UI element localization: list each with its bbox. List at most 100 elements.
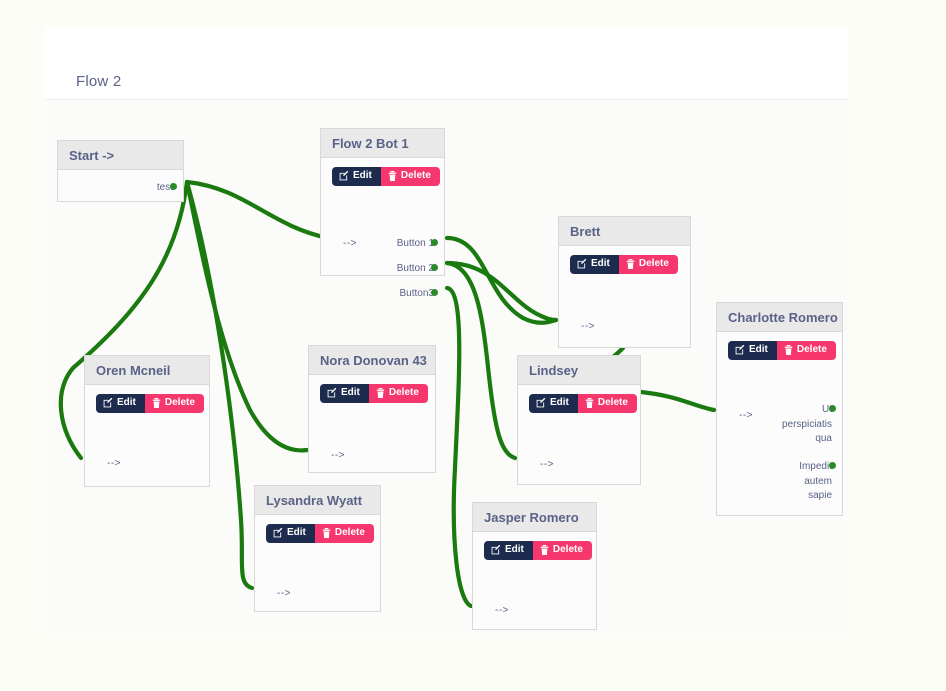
flow-edge-flow2bot1-brett[interactable] (444, 235, 559, 325)
delete-button[interactable]: Delete (618, 255, 678, 274)
delete-button-label: Delete (164, 397, 195, 408)
node-title: Brett (559, 217, 690, 246)
delete-button-label: Delete (597, 397, 628, 408)
edit-button[interactable]: Edit (728, 341, 777, 360)
output-port-label: Impedit autem sapie (799, 461, 832, 501)
node-output-port[interactable]: Button3 (400, 289, 438, 299)
edit-button[interactable]: Edit (529, 394, 578, 413)
edit-button[interactable]: Edit (570, 255, 619, 274)
node-input-port[interactable]: --> (331, 450, 345, 461)
node-input-port[interactable]: --> (277, 588, 291, 599)
edit-button[interactable]: Edit (266, 524, 315, 543)
flow-node-start[interactable]: Start -> test (57, 140, 184, 202)
node-action-buttons: Edit Delete (570, 255, 678, 274)
card-header: Flow 2 (45, 28, 848, 100)
node-input-port[interactable]: --> (581, 321, 595, 332)
flow-edge-flow2bot1-lindsey[interactable] (444, 260, 518, 461)
node-body: Edit Delete --> (518, 385, 640, 484)
delete-button[interactable]: Delete (577, 394, 637, 413)
edit-button-label: Edit (353, 170, 372, 181)
output-port-dot[interactable] (431, 264, 438, 271)
edit-button[interactable]: Edit (484, 541, 533, 560)
edit-button[interactable]: Edit (320, 384, 369, 403)
node-input-port[interactable]: --> (107, 458, 121, 469)
node-output-port[interactable]: Button 1 (396, 238, 438, 249)
node-body: Edit Delete --> Button 1 Button 2 Button3 (321, 158, 444, 299)
pencil-square-icon (577, 259, 587, 269)
pencil-square-icon (491, 545, 501, 555)
delete-button-label: Delete (400, 170, 431, 181)
node-output-port[interactable]: test (157, 183, 177, 193)
edit-button[interactable]: Edit (96, 394, 145, 413)
output-port-dot[interactable] (431, 239, 438, 246)
node-action-buttons: Edit Delete (266, 524, 374, 543)
flow-edge-start-flow2bot1[interactable] (184, 179, 331, 241)
node-input-port[interactable]: --> (495, 605, 509, 616)
node-title: Nora Donovan 43 (309, 346, 435, 375)
delete-button-label: Delete (638, 258, 669, 269)
node-input-port[interactable]: --> (540, 459, 554, 470)
node-title: Lindsey (518, 356, 640, 385)
delete-button-label: Delete (552, 544, 583, 555)
node-action-buttons: Edit Delete (728, 341, 836, 360)
delete-button[interactable]: Delete (314, 524, 374, 543)
edit-button-label: Edit (591, 258, 610, 269)
delete-button[interactable]: Delete (380, 167, 440, 186)
trash-icon (784, 345, 793, 355)
flow-node-flow2bot1[interactable]: Flow 2 Bot 1 Edit Delete --> Button 1 Button … (320, 128, 445, 299)
output-port-label: Button 1 (396, 238, 434, 249)
pencil-square-icon (103, 398, 113, 408)
delete-button-label: Delete (334, 527, 365, 538)
node-body: test (58, 170, 183, 201)
node-title: Start -> (58, 141, 183, 170)
page-title: Flow 2 (76, 73, 122, 90)
delete-button-label: Delete (796, 344, 827, 355)
node-action-buttons: Edit Delete (529, 394, 637, 413)
output-port-label: Button 2 (396, 263, 434, 274)
delete-button[interactable]: Delete (532, 541, 592, 560)
trash-icon (152, 398, 161, 408)
node-title: Oren Mcneil (85, 356, 209, 385)
delete-button[interactable]: Delete (776, 341, 836, 360)
node-action-buttons: Edit Delete (96, 394, 204, 413)
edit-button-label: Edit (505, 544, 524, 555)
flow-edge-flow2bot1-brett2[interactable] (444, 260, 559, 323)
output-port-dot[interactable] (170, 183, 177, 190)
output-port-dot[interactable] (431, 289, 438, 296)
trash-icon (626, 259, 635, 269)
edit-button-label: Edit (749, 344, 768, 355)
node-action-buttons: Edit Delete (484, 541, 592, 560)
edit-button[interactable]: Edit (332, 167, 381, 186)
flow-node-nora[interactable]: Nora Donovan 43 Edit Delete --> (308, 345, 436, 473)
edit-button-label: Edit (341, 387, 360, 398)
delete-button[interactable]: Delete (144, 394, 204, 413)
delete-button[interactable]: Delete (368, 384, 428, 403)
node-title: Flow 2 Bot 1 (321, 129, 444, 158)
flow-edge-lindsey-charlotte[interactable] (638, 389, 717, 413)
node-title: Jasper Romero (473, 503, 596, 532)
output-port-dot[interactable] (829, 462, 836, 469)
flow-edge-flow2bot1-jasper[interactable] (444, 285, 474, 609)
node-input-port[interactable]: --> (739, 410, 753, 421)
node-output-port[interactable]: Ut perspiciatis qua (782, 403, 836, 447)
node-title: Lysandra Wyatt (255, 486, 380, 515)
node-output-port[interactable]: Button 2 (396, 263, 438, 274)
node-body: Edit Delete --> (85, 385, 209, 486)
node-output-port[interactable]: Impedit autem sapie (799, 460, 836, 504)
trash-icon (540, 545, 549, 555)
trash-icon (322, 528, 331, 538)
node-title: Charlotte Romero (717, 303, 842, 332)
output-port-dot[interactable] (829, 405, 836, 412)
node-action-buttons: Edit Delete (320, 384, 428, 403)
node-input-port[interactable]: --> (343, 238, 357, 249)
